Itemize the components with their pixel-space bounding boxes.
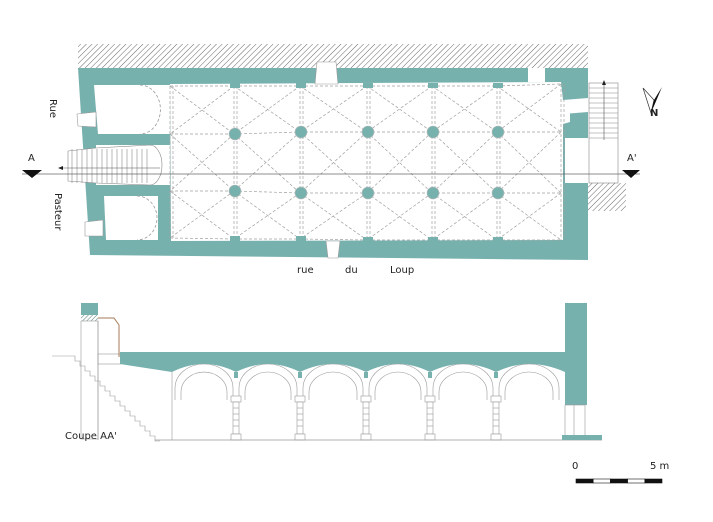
chapel-north-interior [94,85,170,134]
street-label-du: du [345,265,358,276]
chapel-north-apse [139,84,161,135]
west-tower-cut [81,315,98,321]
chapel-south-interior [104,196,158,240]
west-tower-cap [81,303,98,315]
pillars [228,83,505,242]
cross-section [52,303,602,442]
east-stairs [588,80,619,184]
west-window-north [76,111,97,128]
section-marker-a-prime-icon [622,170,640,178]
arcade [171,363,560,440]
parapet-railing [98,317,120,357]
section-marker-a-icon [22,170,42,178]
street-label-pasteur: Pasteur [52,193,63,231]
south-door-gap [325,240,341,259]
adjacent-ground-hatch-right [588,183,626,211]
columns [230,372,502,441]
north-window-gap [314,61,339,85]
street-label-loup: Loup [390,265,415,276]
east-window [563,98,588,114]
chapel-south-apse [136,195,158,241]
scale-bar [575,478,663,484]
west-window-south [84,219,104,237]
section-label-a-prime: A' [627,153,637,164]
rib-vault-grid [169,83,565,241]
section-title: Coupe AA' [65,431,117,442]
east-plinth [562,435,602,440]
exterior-stairs [52,355,160,442]
section-label-a: A [28,153,35,164]
east-wall-section [565,303,587,405]
entrance-stairs [58,144,163,186]
north-window-gap-right [528,68,545,82]
scale-end-label: 5 m [650,461,670,472]
street-label-rue-bottom: rue [297,265,314,276]
east-passage [565,138,589,183]
scale-start-label: 0 [572,461,579,472]
north-arrow-icon [642,87,662,115]
floor-plan [22,44,662,260]
vault-mass [120,352,565,372]
north-label: N [650,108,659,119]
street-label-rue: Rue [47,99,58,118]
